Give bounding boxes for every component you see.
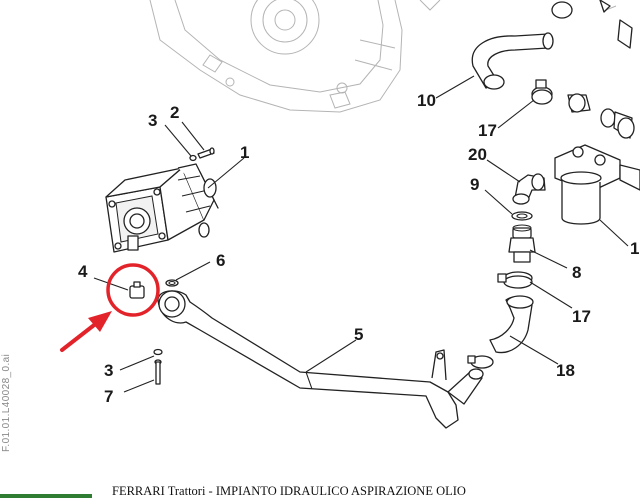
callout-3-upper: 3	[148, 111, 157, 130]
part-4-plug	[129, 281, 145, 299]
callout-8: 8	[572, 263, 581, 282]
callout-17-lower: 17	[572, 307, 591, 326]
footer-accent-bar	[0, 494, 92, 498]
callout-1: 1	[240, 143, 249, 162]
leader-lines	[93, 75, 629, 393]
clamp-top-right	[551, 0, 633, 49]
part-5-suction-pipe	[157, 290, 484, 429]
highlight-circle	[106, 263, 160, 317]
callout-3-lower: 3	[104, 361, 113, 380]
part-6-oring	[165, 279, 179, 287]
part-7-screw	[154, 359, 162, 385]
callout-5: 5	[354, 325, 363, 344]
part-10-hose	[471, 32, 554, 90]
callout-18: 18	[556, 361, 575, 380]
callout-6: 6	[216, 251, 225, 270]
pipe-clamp	[467, 355, 494, 369]
callout-4: 4	[78, 262, 88, 281]
callout-17-upper: 17	[478, 121, 497, 140]
part-8-union	[508, 224, 536, 263]
callout-2: 2	[170, 103, 179, 122]
part-17-clamp-lower	[497, 271, 533, 289]
part-3-washer-upper	[189, 154, 197, 162]
document-code: F.01.01.L40028_0.ai	[1, 353, 12, 452]
fitting-elbow-upper	[567, 93, 635, 139]
part-3-washer-lower	[153, 348, 163, 356]
part-18-hose	[489, 295, 534, 354]
callout-20: 20	[468, 145, 487, 164]
part-1-pump	[105, 163, 219, 253]
part-9-washer	[511, 211, 533, 221]
diagram-caption: FERRARI Trattori - IMPIANTO IDRAULICO AS…	[112, 484, 466, 498]
callout-9: 9	[470, 175, 479, 194]
part-17-clamp-upper	[531, 79, 553, 105]
part-2-screw	[197, 147, 215, 159]
filter-assembly	[554, 144, 640, 225]
callout-7: 7	[104, 387, 113, 406]
part-20-elbow	[512, 173, 546, 205]
highlight-arrow	[60, 311, 112, 352]
callout-1-right: 1	[630, 239, 639, 258]
callout-10: 10	[417, 91, 436, 110]
